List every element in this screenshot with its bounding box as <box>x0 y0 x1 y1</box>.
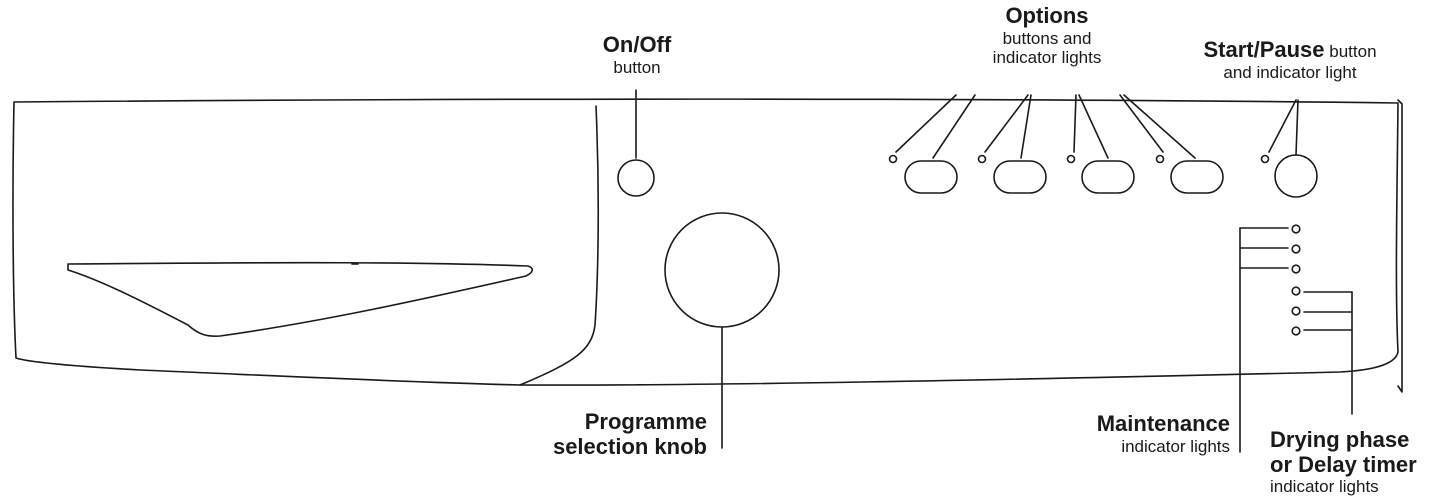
maintenance-light-3 <box>1291 264 1301 274</box>
options-label: Options buttons and indicator lights <box>992 3 1102 67</box>
maintenance-light-1 <box>1291 224 1301 234</box>
options-label-sub1: buttons and <box>1002 28 1092 48</box>
drawer-handle <box>67 261 534 337</box>
start-pause-label-title: Start/Pause <box>1203 37 1325 62</box>
drying-light-2 <box>1291 306 1301 316</box>
start-pause-button[interactable] <box>1274 154 1318 198</box>
options-leaders <box>895 94 1196 159</box>
drying-label-line1: Drying phase <box>1270 427 1410 452</box>
knob-label-line1: Programme <box>584 409 707 434</box>
option-light-4 <box>1155 154 1165 164</box>
knob-label-line2: selection knob <box>552 433 707 459</box>
programme-knob[interactable] <box>664 212 780 328</box>
maintenance-label-sub: indicator lights <box>1121 436 1230 456</box>
onoff-button[interactable] <box>617 159 655 197</box>
start-pause-label: Start/Pause button and indicator light <box>1203 37 1377 82</box>
onoff-label-sub: button <box>613 57 661 77</box>
maintenance-light-2 <box>1291 244 1301 254</box>
option-button-3[interactable] <box>1081 160 1135 194</box>
drying-label: Drying phase or Delay timer indicator li… <box>1270 427 1417 497</box>
drying-light-3 <box>1291 326 1301 336</box>
option-light-1 <box>888 154 898 164</box>
option-button-1[interactable] <box>904 160 958 194</box>
maintenance-label-title: Maintenance <box>1096 411 1230 436</box>
drawer-divider <box>519 105 600 386</box>
maintenance-label: Maintenance indicator lights <box>1096 411 1230 456</box>
knob-label: Programme selection knob <box>552 409 707 459</box>
onoff-label-title: On/Off <box>602 32 672 57</box>
options-label-title: Options <box>1005 3 1089 28</box>
side-edge <box>1397 99 1403 393</box>
maintenance-leaders <box>1239 227 1289 453</box>
panel-outline <box>12 98 1399 386</box>
drying-label-sub: indicator lights <box>1270 477 1379 497</box>
option-button-2[interactable] <box>993 160 1047 194</box>
start-pause-light <box>1260 154 1270 164</box>
drying-light-1 <box>1291 286 1301 296</box>
option-light-2 <box>977 154 987 164</box>
start-pause-label-sub: and indicator light <box>1223 62 1357 82</box>
options-label-sub2: indicator lights <box>992 47 1102 67</box>
drying-label-line2: or Delay timer <box>1270 451 1417 477</box>
start-leaders <box>1268 99 1299 156</box>
option-light-3 <box>1066 154 1076 164</box>
drying-leaders <box>1303 291 1353 415</box>
onoff-label: On/Off button <box>602 32 672 77</box>
option-button-4[interactable] <box>1170 160 1224 194</box>
start-pause-label-suffix: button <box>1324 42 1377 61</box>
